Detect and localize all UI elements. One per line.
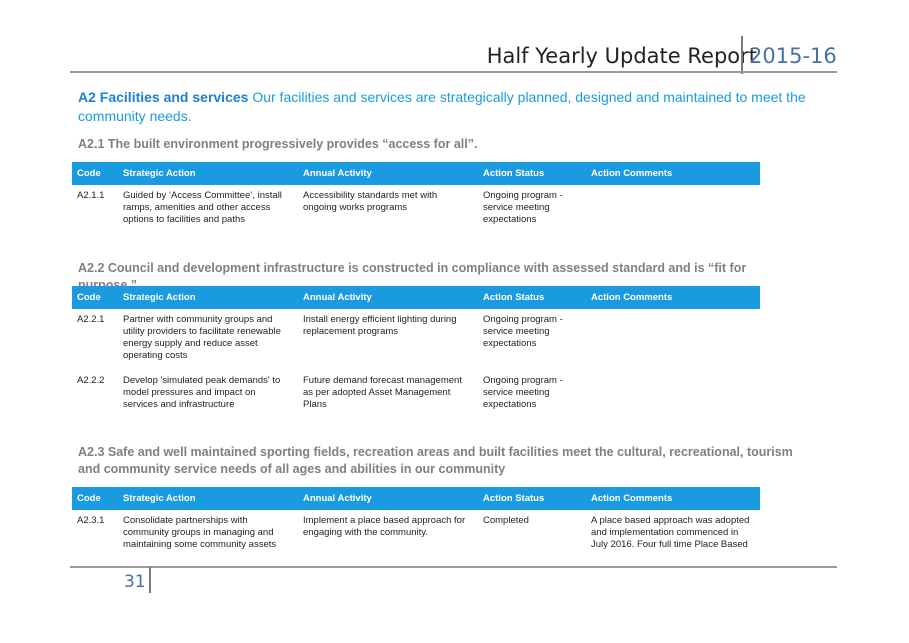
col-header-action-comments: Action Comments xyxy=(586,162,760,185)
table-row: A2.2.2 Develop 'simulated peak demands' … xyxy=(72,370,760,419)
col-header-action-status: Action Status xyxy=(478,162,586,185)
col-header-strategic-action: Strategic Action xyxy=(118,286,298,309)
footer-divider xyxy=(149,567,151,593)
col-header-code: Code xyxy=(72,487,118,510)
cell-annual-activity: Accessibility standards met with ongoing… xyxy=(303,190,438,213)
col-header-strategic-action: Strategic Action xyxy=(118,487,298,510)
table-header-row: Code Strategic Action Annual Activity Ac… xyxy=(72,286,760,309)
col-header-annual-activity: Annual Activity xyxy=(298,162,478,185)
cell-status: Completed xyxy=(483,515,529,526)
section-title: A2 Facilities and services Our facilitie… xyxy=(78,88,818,126)
col-header-code: Code xyxy=(72,286,118,309)
header-rule xyxy=(70,71,837,73)
cell-strategic-action: Develop 'simulated peak demands' to mode… xyxy=(123,375,281,410)
section-description: Our facilities and services are strategi… xyxy=(78,89,806,124)
table-row: A2.1.1 Guided by ‘Access Committee’, ins… xyxy=(72,185,760,234)
cell-code: A2.2.2 xyxy=(77,375,105,386)
subsection-heading: A2.1 The built environment progressively… xyxy=(78,137,478,151)
subsection-heading: A2.3 Safe and well maintained sporting f… xyxy=(78,445,793,476)
cell-strategic-action: Consolidate partnerships with community … xyxy=(123,515,277,550)
col-header-strategic-action: Strategic Action xyxy=(118,162,298,185)
col-header-annual-activity: Annual Activity xyxy=(298,487,478,510)
cell-comments xyxy=(586,185,760,234)
action-table: Code Strategic Action Annual Activity Ac… xyxy=(72,162,760,234)
footer-rule xyxy=(70,566,837,568)
report-title: Half Yearly Update Report xyxy=(486,44,757,68)
col-header-action-comments: Action Comments xyxy=(586,286,760,309)
col-header-action-comments: Action Comments xyxy=(586,487,760,510)
cell-strategic-action: Guided by ‘Access Committee’, install ra… xyxy=(123,190,282,225)
cell-comments xyxy=(586,309,760,370)
col-header-annual-activity: Annual Activity xyxy=(298,286,478,309)
table-row: A2.3.1 Consolidate partnerships with com… xyxy=(72,510,760,559)
cell-annual-activity: Implement a place based approach for eng… xyxy=(303,515,466,538)
report-year: 2015-16 xyxy=(749,44,837,68)
action-table: Code Strategic Action Annual Activity Ac… xyxy=(72,487,760,559)
col-header-action-status: Action Status xyxy=(478,286,586,309)
col-header-action-status: Action Status xyxy=(478,487,586,510)
header-divider xyxy=(741,36,743,74)
cell-code: A2.1.1 xyxy=(77,190,105,201)
cell-code: A2.2.1 xyxy=(77,314,105,325)
action-table: Code Strategic Action Annual Activity Ac… xyxy=(72,286,760,419)
cell-code: A2.3.1 xyxy=(77,515,105,526)
cell-status: Ongoing program - service meeting expect… xyxy=(483,190,563,225)
cell-status: Ongoing program - service meeting expect… xyxy=(483,375,563,410)
cell-strategic-action: Partner with community groups and utilit… xyxy=(123,314,281,361)
cell-status: Ongoing program - service meeting expect… xyxy=(483,314,563,349)
page-number: 31 xyxy=(124,572,146,592)
cell-comments: A place based approach was adopted and i… xyxy=(591,515,750,550)
col-header-code: Code xyxy=(72,162,118,185)
table-header-row: Code Strategic Action Annual Activity Ac… xyxy=(72,487,760,510)
cell-comments xyxy=(586,370,760,419)
table-row: A2.2.1 Partner with community groups and… xyxy=(72,309,760,370)
section-code-title: A2 Facilities and services xyxy=(78,89,249,105)
table-header-row: Code Strategic Action Annual Activity Ac… xyxy=(72,162,760,185)
cell-annual-activity: Install energy efficient lighting during… xyxy=(303,314,457,337)
cell-annual-activity: Future demand forecast management as per… xyxy=(303,375,462,410)
